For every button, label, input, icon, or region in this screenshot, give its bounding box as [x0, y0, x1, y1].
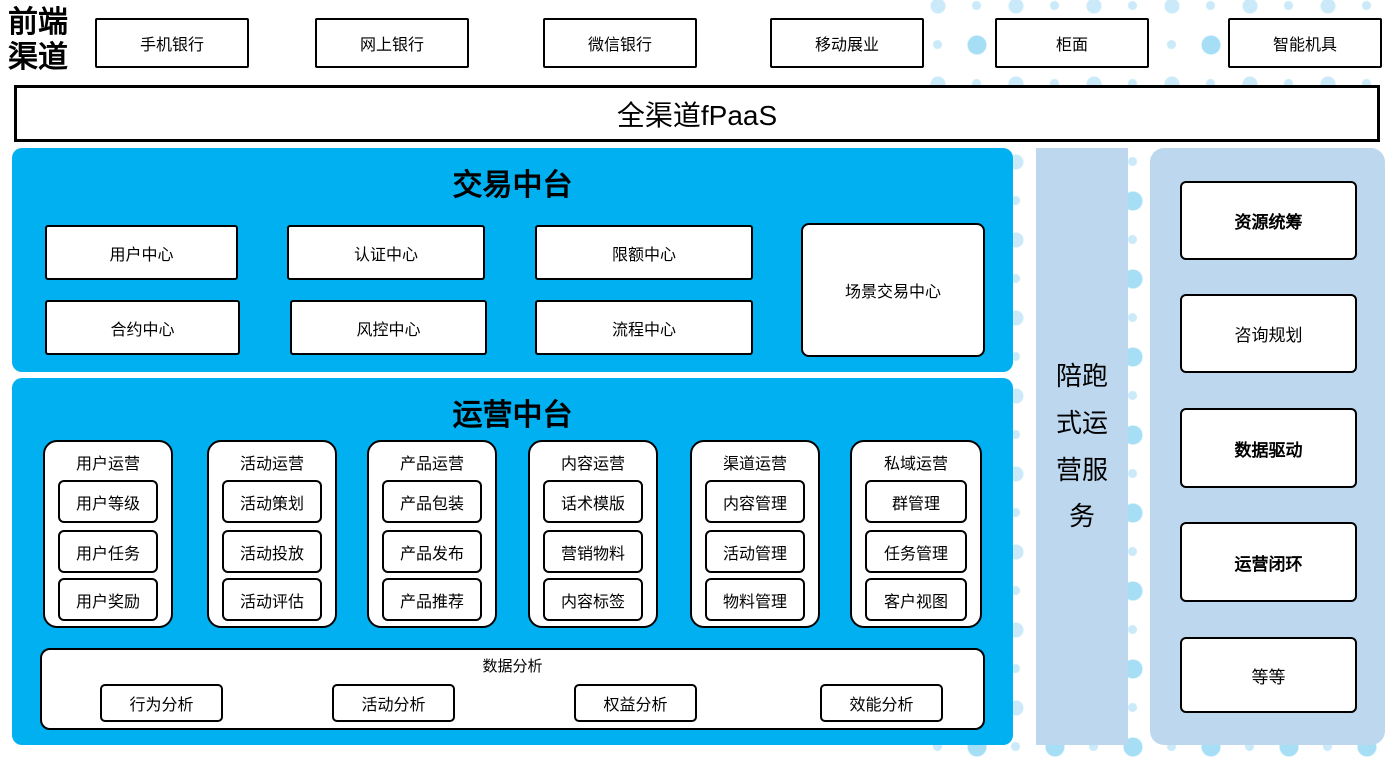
ops-sub-box: 物料管理	[705, 578, 805, 621]
right-panel-box-data: 数据驱动	[1180, 408, 1357, 488]
analysis-box-behavior: 行为分析	[100, 684, 223, 722]
analysis-box-efficiency: 效能分析	[820, 684, 943, 722]
channel-box-online-banking: 网上银行	[315, 18, 469, 68]
ops-column-content: 内容运营 话术模版 营销物料 内容标签	[528, 440, 658, 628]
trading-platform-title: 交易中台	[452, 169, 573, 202]
center-box-scene-trading: 场景交易中心	[801, 223, 985, 357]
center-box-risk: 风控中心	[290, 300, 487, 355]
operations-platform: 运营中台 用户运营 用户等级 用户任务 用户奖励 活动运营 活动策划 活动投放 …	[12, 378, 1013, 745]
ops-sub-box: 用户奖励	[58, 578, 158, 621]
ops-sub-box: 内容管理	[705, 480, 805, 523]
data-analysis-title: 数据分析	[482, 658, 543, 675]
channel-box-counter: 柜面	[995, 18, 1149, 68]
ops-column-channel: 渠道运营 内容管理 活动管理 物料管理	[690, 440, 820, 628]
ops-sub-box: 用户等级	[58, 480, 158, 523]
center-box-contract: 合约中心	[45, 300, 240, 355]
data-analysis-panel: 数据分析 行为分析 活动分析 权益分析 效能分析	[40, 648, 985, 730]
ops-sub-box: 群管理	[865, 480, 967, 523]
right-panel-box-consulting: 咨询规划	[1180, 294, 1357, 373]
channel-box-wechat-banking: 微信银行	[543, 18, 697, 68]
ops-sub-box: 产品包装	[382, 480, 482, 523]
trading-platform: 交易中台 用户中心 认证中心 限额中心 合约中心 风控中心 流程中心 场景交易中…	[12, 148, 1013, 372]
ops-sub-box: 活动评估	[222, 578, 322, 621]
ops-column-activity: 活动运营 活动策划 活动投放 活动评估	[207, 440, 337, 628]
operations-platform-title: 运营中台	[452, 399, 573, 432]
front-channels-label: 前端渠道	[8, 6, 68, 74]
right-panel: 资源统筹 咨询规划 数据驱动 运营闭环 等等	[1150, 148, 1385, 745]
center-box-process: 流程中心	[535, 300, 753, 355]
center-box-user: 用户中心	[45, 225, 238, 280]
fpaas-bar: 全渠道fPaaS	[14, 85, 1380, 142]
fpaas-bar-label: 全渠道fPaaS	[616, 99, 778, 131]
ops-sub-box: 任务管理	[865, 530, 967, 573]
ops-sub-box: 产品发布	[382, 530, 482, 573]
ops-sub-box: 活动策划	[222, 480, 322, 523]
ops-column-product: 产品运营 产品包装 产品发布 产品推荐	[367, 440, 497, 628]
analysis-box-activity: 活动分析	[332, 684, 455, 722]
ops-sub-box: 话术模版	[543, 480, 643, 523]
center-box-limit: 限额中心	[535, 225, 753, 280]
channel-box-smart-devices: 智能机具	[1228, 18, 1382, 68]
side-service-bar: 陪跑式运营服务	[1036, 148, 1128, 745]
ops-sub-box: 产品推荐	[382, 578, 482, 621]
ops-sub-box: 活动投放	[222, 530, 322, 573]
channel-box-mobile-sales: 移动展业	[770, 18, 924, 68]
center-box-auth: 认证中心	[287, 225, 485, 280]
right-panel-box-etc: 等等	[1180, 637, 1357, 713]
channel-box-mobile-banking: 手机银行	[95, 18, 249, 68]
right-panel-box-loop: 运营闭环	[1180, 522, 1357, 602]
ops-sub-box: 客户视图	[865, 578, 967, 621]
ops-sub-box: 营销物料	[543, 530, 643, 573]
analysis-box-rights: 权益分析	[574, 684, 697, 722]
right-panel-box-resource: 资源统筹	[1180, 181, 1357, 260]
ops-sub-box: 用户任务	[58, 530, 158, 573]
ops-column-user: 用户运营 用户等级 用户任务 用户奖励	[43, 440, 173, 628]
ops-column-private-domain: 私域运营 群管理 任务管理 客户视图	[850, 440, 982, 628]
ops-sub-box: 内容标签	[543, 578, 643, 621]
side-service-bar-label: 陪跑式运营服务	[1055, 360, 1108, 532]
ops-sub-box: 活动管理	[705, 530, 805, 573]
